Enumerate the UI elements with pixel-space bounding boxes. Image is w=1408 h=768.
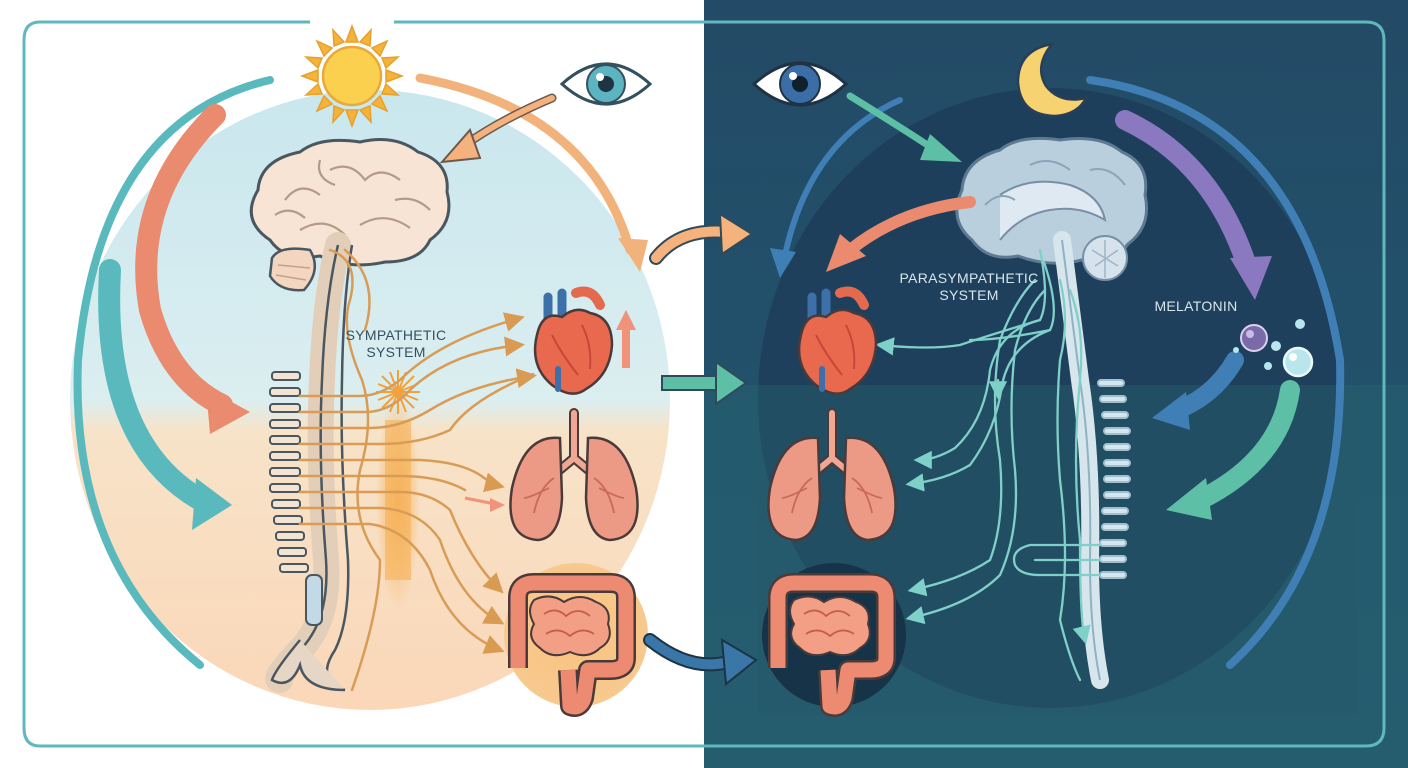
lung-small-arrowhead — [490, 498, 505, 512]
lungs-icon-day — [509, 408, 639, 542]
sympathetic-system-label: SYMPATHETIC SYSTEM — [336, 327, 456, 361]
heart-icon-day — [533, 286, 614, 395]
day-orange-arc — [415, 73, 635, 255]
spine-icon-night — [1053, 231, 1131, 689]
night-eye-to-brain-arrowhead — [920, 134, 962, 162]
sympathetic-starburst-icon — [376, 370, 420, 414]
spine-icon-day — [265, 232, 354, 693]
day-coral-arrowhead — [206, 388, 250, 434]
middle-center-arrowhead — [715, 360, 748, 406]
night-outer-arc — [1086, 76, 1345, 669]
sun-icon — [299, 23, 405, 129]
night-green-arrowhead — [1166, 478, 1212, 520]
night-purple-arrow — [1115, 110, 1255, 270]
eye-icon-day — [559, 62, 653, 106]
outer-frame — [22, 20, 1386, 748]
night-inner-arrowhead — [770, 248, 796, 278]
middle-top-arrowhead — [718, 212, 754, 256]
night-green-arrow — [1190, 380, 1300, 510]
day-orange-arrowhead — [618, 238, 648, 272]
brain-icon-day — [249, 138, 451, 292]
sympathetic-glow-bar — [385, 420, 411, 580]
parasympathetic-system-label: PARASYMPATHETIC SYSTEM — [880, 270, 1058, 304]
lungs-icon-night — [767, 408, 897, 542]
day-outer-arc — [73, 76, 274, 669]
melatonin-label: MELATONIN — [1146, 298, 1246, 315]
melatonin-label-text: MELATONIN — [1154, 298, 1238, 314]
intestines-icon-day — [508, 573, 636, 717]
sympathetic-nerves — [298, 248, 537, 692]
brain-icon-night — [955, 136, 1149, 281]
heart-icon-night — [797, 286, 878, 395]
night-brain-to-heart-arrow — [844, 196, 976, 256]
heart-rate-up-arrow-icon — [616, 310, 636, 368]
day-circle — [70, 90, 670, 710]
night-purple-arrowhead — [1230, 256, 1272, 300]
intestines-icon-night — [768, 573, 896, 717]
middle-bottom-arrow — [645, 635, 733, 670]
parasympathetic-nerves — [875, 248, 1102, 682]
day-teal-arrowhead — [192, 478, 232, 530]
day-coral-arrow — [135, 104, 233, 416]
sympathetic-label-line-2: SYSTEM — [366, 344, 426, 360]
moon-icon — [1016, 42, 1089, 118]
parasympathetic-label-line-1: PARASYMPATHETIC — [899, 270, 1039, 286]
middle-top-arrow — [651, 226, 731, 263]
night-brain-to-heart-arrowhead — [826, 234, 866, 272]
day-teal-arrow — [98, 259, 221, 516]
eye-icon-night — [751, 61, 849, 107]
eye-to-brain-arrowhead — [439, 128, 482, 164]
parasympathetic-label-line-2: SYSTEM — [939, 287, 999, 303]
middle-center-arrow — [661, 375, 723, 391]
night-blue-arrowhead — [1152, 392, 1190, 430]
melatonin-bubbles-icon — [1233, 319, 1314, 378]
middle-bottom-arrowhead — [720, 638, 758, 686]
sympathetic-label-line-1: SYMPATHETIC — [345, 327, 447, 343]
